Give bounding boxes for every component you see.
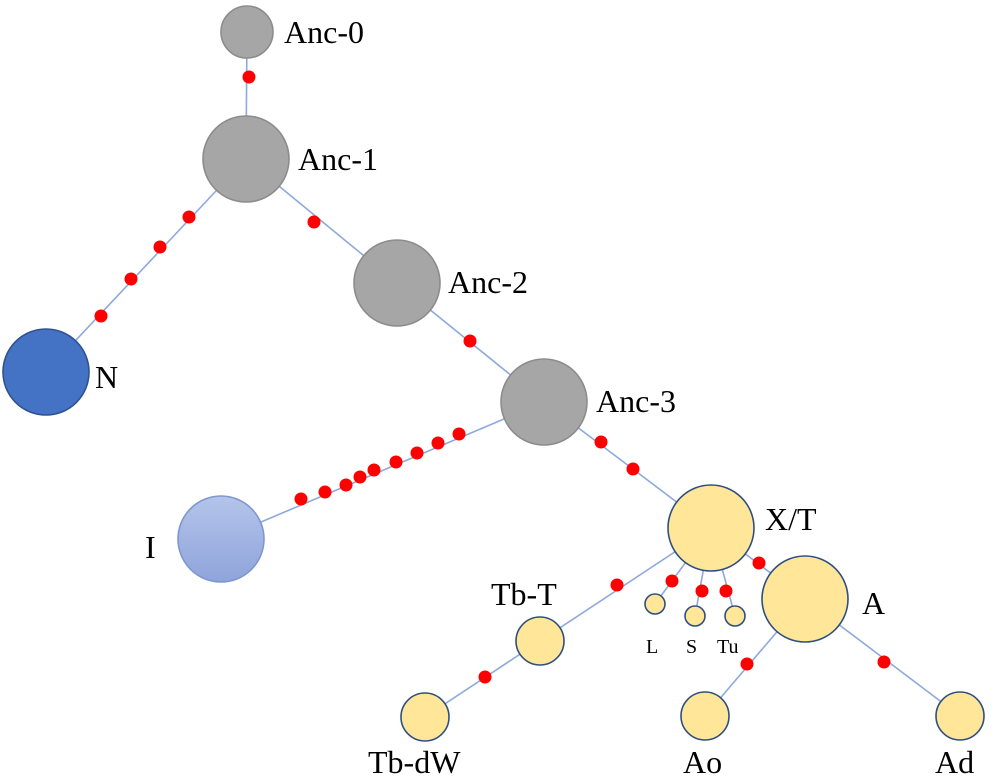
edge-anc3-i [220, 401, 545, 540]
node-a [761, 555, 849, 643]
mutation-dot-a-ao-1 [740, 657, 754, 671]
mutation-dot-tbt-tbdw-1 [478, 670, 492, 684]
mutation-dot-a-ad-1 [877, 655, 891, 669]
node-label-tu: Tu [717, 636, 739, 658]
node-n [2, 328, 90, 416]
mutation-dot-anc0-anc1-1 [242, 70, 256, 84]
node-ao [680, 691, 730, 741]
node-i [177, 495, 265, 583]
mutation-dot-xt-tbt-1 [610, 578, 624, 592]
mutation-dot-anc3-i-3 [410, 446, 424, 460]
node-label-ad: Ad [935, 744, 974, 780]
mutation-dot-xt-s-1 [695, 584, 709, 598]
mutation-dot-anc3-i-7 [318, 485, 332, 499]
node-label-l: L [646, 636, 658, 658]
node-label-ao: Ao [683, 744, 722, 780]
mutation-dot-anc2-anc3-1 [463, 334, 477, 348]
node-label-anc0: Anc-0 [284, 14, 364, 50]
node-tbt [515, 616, 565, 666]
node-s [684, 605, 706, 627]
node-label-anc2: Anc-2 [448, 264, 528, 300]
node-label-n: N [95, 359, 118, 395]
node-label-i: I [145, 529, 156, 565]
mutation-dot-anc1-n-3 [124, 272, 138, 286]
mutation-dot-xt-a-1 [752, 556, 766, 570]
node-label-xt: X/T [765, 501, 817, 537]
node-label-tbdw: Tb-dW [368, 744, 461, 780]
mutation-dot-anc1-n-2 [153, 240, 167, 254]
mutation-dot-anc3-i-9 [353, 470, 367, 484]
node-ad [935, 691, 985, 741]
mutation-dot-xt-l-1 [665, 574, 679, 588]
mutation-dot-anc3-xt-2 [626, 462, 640, 476]
mutation-dot-xt-tu-1 [719, 584, 733, 598]
mutation-dot-anc3-i-2 [431, 436, 445, 450]
node-anc2 [353, 239, 441, 327]
node-tbdw [400, 692, 450, 742]
node-l [644, 593, 666, 615]
mutation-dot-anc3-i-6 [339, 478, 353, 492]
node-anc1 [202, 115, 290, 203]
node-label-anc1: Anc-1 [298, 141, 378, 177]
node-anc0 [220, 5, 274, 59]
mutation-dot-anc3-i-5 [367, 463, 381, 477]
node-label-s: S [686, 636, 697, 658]
mutation-dot-anc3-i-1 [452, 427, 466, 441]
edge-anc1-n [45, 158, 247, 373]
node-tu [724, 605, 746, 627]
mutation-dot-anc1-n-1 [182, 210, 196, 224]
node-label-anc3: Anc-3 [596, 383, 676, 419]
mutation-dot-anc1-n-4 [94, 309, 108, 323]
mutation-dot-anc3-i-4 [389, 455, 403, 469]
mutation-dot-anc1-anc2-1 [307, 215, 321, 229]
mutation-dot-anc3-xt-1 [594, 435, 608, 449]
mutations-layer [94, 70, 891, 684]
node-xt [667, 484, 755, 572]
node-label-a: A [862, 585, 885, 621]
node-label-tbt: Tb-T [491, 576, 557, 612]
nodes-layer [2, 5, 985, 742]
mutation-dot-anc3-i-8 [294, 492, 308, 506]
node-anc3 [500, 358, 588, 446]
